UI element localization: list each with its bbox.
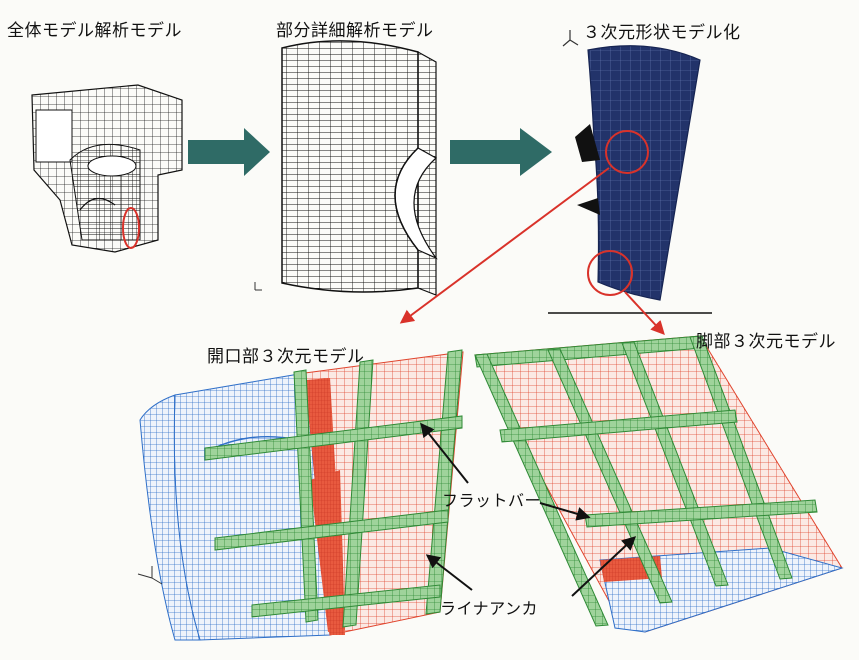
flat-bar-label: フラットバー — [442, 491, 542, 510]
liner-anchor-label: ライナアンカ — [440, 599, 539, 618]
arrow-to-opening — [399, 167, 610, 324]
global-model-title: 全体モデル解析モデル — [7, 21, 182, 41]
axis-triad-opening — [137, 566, 163, 585]
flow-arrow-2 — [450, 128, 552, 176]
shape-model-circle-upper — [605, 130, 649, 174]
global-model-mesh — [31, 84, 183, 253]
flow-arrow-1 — [188, 128, 270, 176]
callout-arrow-anchor-right — [571, 536, 637, 597]
shape-model-shell — [575, 45, 701, 301]
detail-model-title: 部分詳細解析モデル — [276, 21, 434, 41]
callout-arrow-flatbar-left — [420, 422, 469, 484]
detail-model-mesh — [281, 40, 438, 296]
callout-arrow-flatbar-right — [539, 502, 591, 521]
shape-model-title: ３次元形状モデル化 — [583, 23, 741, 43]
axis-triad-icon — [562, 30, 579, 47]
arrow-to-leg — [624, 291, 665, 336]
opening-model-bars — [204, 349, 463, 628]
global-model-highlight-circle — [122, 207, 140, 249]
callout-arrow-anchor-left — [425, 554, 473, 591]
axis-triad-small — [254, 282, 262, 291]
opening-model-title: 開口部３次元モデル — [207, 347, 365, 367]
shape-model-circle-lower — [587, 250, 633, 296]
leg-model-title: 脚部３次元モデル — [696, 332, 836, 352]
leg-model-bars — [474, 335, 818, 627]
